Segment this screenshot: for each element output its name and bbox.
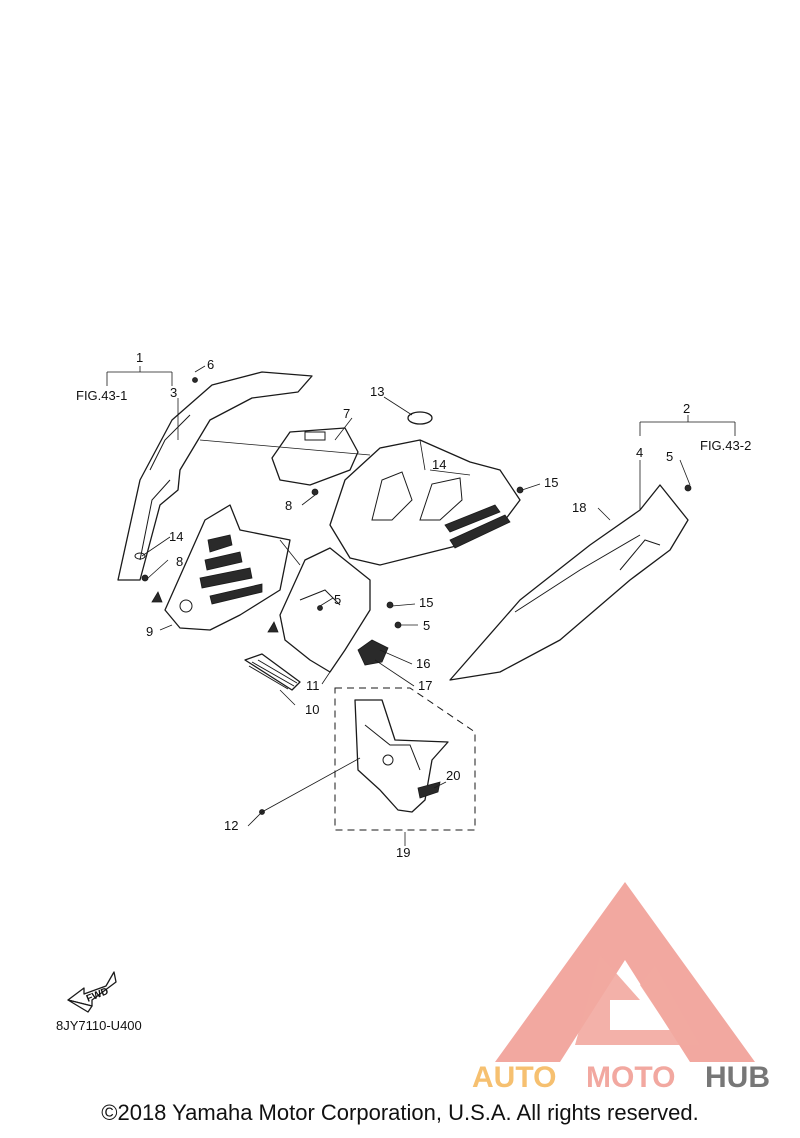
callout-13: 13 [370, 384, 384, 399]
callout-14: 14 [432, 457, 446, 472]
part-13-cap [407, 411, 433, 425]
part-11-front-cowl [279, 547, 371, 673]
callout-3: 3 [170, 385, 177, 400]
logo-inner-mark [575, 955, 700, 1045]
figure-ref-left: FIG.43-1 [76, 388, 127, 403]
callout-labels: 1 2 3 4 5 5 5 6 7 8 8 9 10 11 12 13 14 1… [76, 350, 751, 860]
callout-11: 11 [306, 678, 320, 693]
part-19-lower-cover [354, 699, 449, 813]
logo-text-auto: AUTO [472, 1061, 556, 1094]
callout-16: 16 [416, 656, 430, 671]
marker-triangle [151, 591, 163, 603]
part-4-side-cowl-right [449, 484, 689, 681]
callout-2: 2 [683, 401, 690, 416]
callout-7: 7 [343, 406, 350, 421]
fasteners [134, 377, 692, 815]
callout-4: 4 [636, 445, 643, 460]
callout-12: 12 [224, 818, 238, 833]
callout-14: 14 [169, 529, 183, 544]
part-upper-front-cowl [329, 439, 521, 566]
callout-8: 8 [176, 554, 183, 569]
fwd-arrow-icon: FWD [67, 971, 117, 1013]
callout-15: 15 [544, 475, 558, 490]
part-7-inner-panel [271, 427, 359, 486]
callout-9: 9 [146, 624, 153, 639]
diagram-code: 8JY7110-U400 [56, 1018, 142, 1033]
leader-lines [106, 365, 736, 846]
automotohub-logo: AUTO MOTO HUB [472, 882, 770, 1094]
part-3-side-cowl-left [117, 371, 313, 581]
marker-triangle [267, 621, 279, 633]
callout-18: 18 [572, 500, 586, 515]
callout-5: 5 [334, 592, 341, 607]
part-9-lower-cowl-left [164, 504, 291, 631]
callout-6: 6 [207, 357, 214, 372]
part-10-grille [244, 653, 301, 691]
figure-ref-right: FIG.43-2 [700, 438, 751, 453]
part-16-17-bracket [357, 639, 389, 666]
fwd-label: FWD [85, 986, 110, 1005]
callout-5: 5 [666, 449, 673, 464]
logo-text-moto: MOTO [586, 1061, 675, 1094]
logo-triangle [495, 882, 755, 1062]
callout-19: 19 [396, 845, 410, 860]
callout-1: 1 [136, 350, 143, 365]
callout-5: 5 [423, 618, 430, 633]
logo-text-hub: HUB [705, 1061, 770, 1094]
copyright-notice: ©2018 Yamaha Motor Corporation, U.S.A. A… [101, 1100, 699, 1125]
callout-20: 20 [446, 768, 460, 783]
callout-8: 8 [285, 498, 292, 513]
callout-17: 17 [418, 678, 432, 693]
callout-10: 10 [305, 702, 319, 717]
callout-15: 15 [419, 595, 433, 610]
assembly-19-box [334, 687, 476, 831]
